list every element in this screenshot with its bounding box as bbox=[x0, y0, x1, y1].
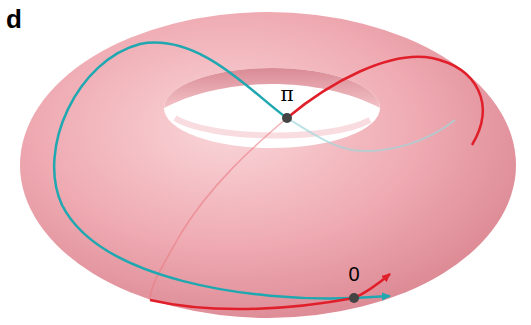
cyan-curve bbox=[54, 43, 354, 299]
torus-hole bbox=[164, 68, 380, 148]
inner-wall bbox=[164, 68, 380, 108]
panel-letter: d bbox=[6, 6, 22, 32]
red-curve-hidden bbox=[150, 118, 287, 300]
point-label: π bbox=[280, 84, 293, 104]
point-zero bbox=[349, 293, 359, 303]
cyan-curve-hidden bbox=[287, 118, 455, 151]
red-curve bbox=[287, 57, 483, 145]
point-label: 0 bbox=[348, 264, 359, 284]
torus-surface bbox=[20, 12, 516, 318]
point-pi bbox=[282, 113, 292, 123]
